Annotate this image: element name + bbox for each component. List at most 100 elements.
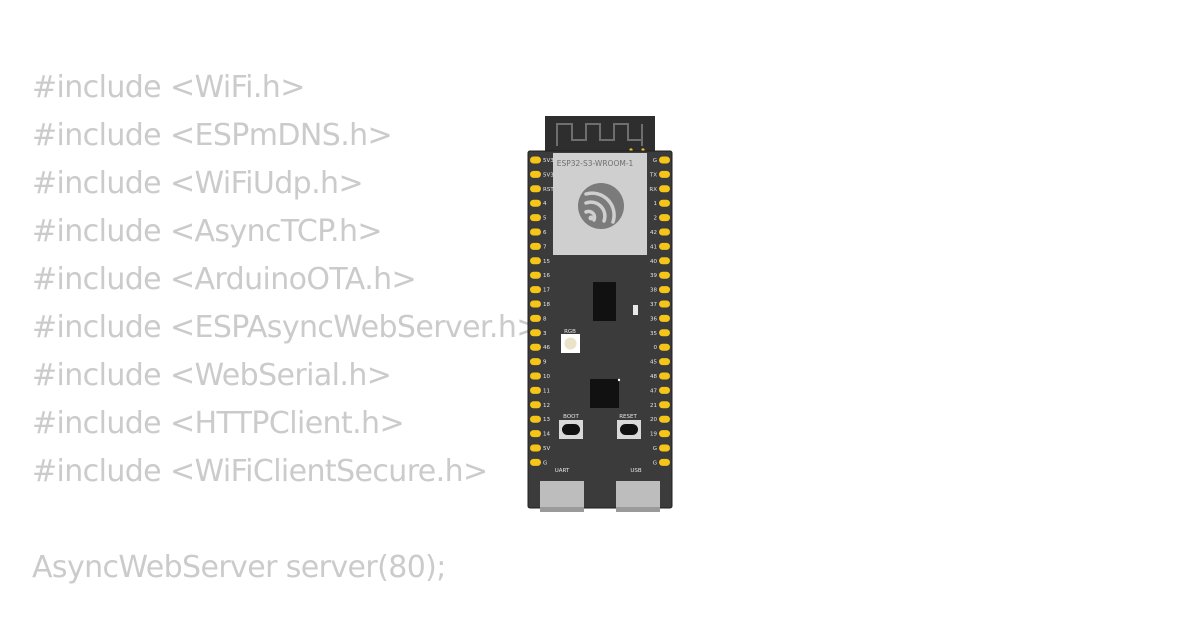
right-pin-label: 20 bbox=[650, 417, 657, 423]
right-pin-pad[interactable] bbox=[659, 242, 670, 250]
right-pin-label: 47 bbox=[650, 388, 657, 394]
right-pin-label: 37 bbox=[650, 302, 657, 308]
left-pin-label: 5V bbox=[543, 446, 550, 452]
code-line: #include <WiFi.h> bbox=[32, 70, 305, 105]
right-pin-pad[interactable] bbox=[659, 170, 670, 178]
code-line: #include <ESPmDNS.h> bbox=[32, 118, 393, 153]
left-pin-label: 17 bbox=[543, 288, 550, 294]
usb-uart-chip bbox=[590, 379, 619, 408]
left-pin-label: 3 bbox=[543, 331, 547, 337]
right-pin-label: G bbox=[653, 158, 657, 164]
code-line: #include <WebSerial.h> bbox=[32, 358, 392, 393]
left-pin-pad[interactable] bbox=[530, 444, 541, 452]
left-pin-pad[interactable] bbox=[530, 386, 541, 394]
left-pin-label: 5 bbox=[543, 216, 547, 222]
code-line: #include <ArduinoOTA.h> bbox=[32, 262, 417, 297]
left-pin-pad[interactable] bbox=[530, 358, 541, 366]
right-pin-label: 19 bbox=[650, 432, 657, 438]
left-pin-pad[interactable] bbox=[530, 343, 541, 351]
code-snippet: #include <WiFi.h> #include <ESPmDNS.h> #in… bbox=[32, 68, 541, 596]
left-pin-pad[interactable] bbox=[530, 300, 541, 308]
left-pin-pad[interactable] bbox=[530, 185, 541, 193]
right-pin-pad[interactable] bbox=[659, 271, 670, 279]
uart-label: UART bbox=[555, 468, 570, 474]
code-line: #include <AsyncTCP.h> bbox=[32, 214, 383, 249]
left-pin-pad[interactable] bbox=[530, 156, 541, 164]
right-pin-pad[interactable] bbox=[659, 329, 670, 337]
right-pin-pad[interactable] bbox=[659, 343, 670, 351]
left-pin-pad[interactable] bbox=[530, 257, 541, 265]
right-pin-label: 0 bbox=[654, 345, 658, 351]
right-pin-label: G bbox=[653, 460, 657, 466]
right-pin-label: 2 bbox=[654, 216, 658, 222]
code-line: AsyncWebServer server(80); bbox=[32, 550, 446, 585]
chip-marker bbox=[617, 378, 621, 382]
boot-button[interactable] bbox=[559, 420, 583, 439]
left-pin-pad[interactable] bbox=[530, 228, 541, 236]
right-pin-pad[interactable] bbox=[659, 401, 670, 409]
right-pin-pad[interactable] bbox=[659, 214, 670, 222]
left-pin-pad[interactable] bbox=[530, 458, 541, 466]
left-pin-label: 5V3 bbox=[543, 158, 554, 164]
left-pin-pad[interactable] bbox=[530, 430, 541, 438]
rgb-label: RGB bbox=[564, 329, 576, 335]
right-pin-label: 39 bbox=[650, 273, 657, 279]
left-pin-pad[interactable] bbox=[530, 271, 541, 279]
right-pin-label: 48 bbox=[650, 374, 657, 380]
antenna-trace bbox=[556, 123, 643, 146]
left-pin-label: 10 bbox=[543, 374, 550, 380]
right-pin-pad[interactable] bbox=[659, 314, 670, 322]
right-pin-pad[interactable] bbox=[659, 199, 670, 207]
left-pin-label: 5V3 bbox=[543, 172, 554, 178]
reset-label: RESET bbox=[619, 414, 637, 420]
right-pin-pad[interactable] bbox=[659, 185, 670, 193]
left-pin-pad[interactable] bbox=[530, 415, 541, 423]
left-pin-pad[interactable] bbox=[530, 170, 541, 178]
right-pin-label: TX bbox=[649, 172, 657, 178]
left-pin-label: 11 bbox=[543, 388, 550, 394]
left-pin-pad[interactable] bbox=[530, 214, 541, 222]
usb-port[interactable] bbox=[616, 481, 660, 512]
rgb-led-lens bbox=[564, 337, 577, 350]
right-pin-pad[interactable] bbox=[659, 257, 670, 265]
reset-button[interactable] bbox=[617, 420, 641, 439]
left-pin-label: 18 bbox=[543, 302, 550, 308]
left-pin-pad[interactable] bbox=[530, 286, 541, 294]
declaration-block: AsyncWebServer server(80); bbox=[32, 548, 541, 596]
right-pin-label: 40 bbox=[650, 259, 657, 265]
right-pin-label: RX bbox=[649, 187, 657, 193]
left-pin-label: 8 bbox=[543, 316, 547, 322]
left-pin-label: G bbox=[543, 460, 547, 466]
uart-usb-port[interactable] bbox=[540, 481, 584, 512]
left-pin-pad[interactable] bbox=[530, 242, 541, 250]
right-pin-pad[interactable] bbox=[659, 458, 670, 466]
left-pin-pad[interactable] bbox=[530, 329, 541, 337]
left-pin-pad[interactable] bbox=[530, 401, 541, 409]
right-pin-pad[interactable] bbox=[659, 444, 670, 452]
right-pin-label: G bbox=[653, 446, 657, 452]
right-pin-pad[interactable] bbox=[659, 386, 670, 394]
espressif-logo-icon bbox=[578, 183, 624, 229]
boot-label: BOOT bbox=[563, 414, 579, 420]
right-pin-label: 35 bbox=[650, 331, 657, 337]
right-pin-pad[interactable] bbox=[659, 286, 670, 294]
right-pin-pad[interactable] bbox=[659, 358, 670, 366]
right-pin-label: 38 bbox=[650, 288, 657, 294]
left-pin-label: 46 bbox=[543, 345, 550, 351]
right-pin-pad[interactable] bbox=[659, 228, 670, 236]
left-pin-pad[interactable] bbox=[530, 372, 541, 380]
code-line: #include <ESPAsyncWebServer.h> bbox=[32, 310, 541, 345]
right-pin-pad[interactable] bbox=[659, 372, 670, 380]
right-pin-pad[interactable] bbox=[659, 156, 670, 164]
right-pin-pad[interactable] bbox=[659, 300, 670, 308]
right-pin-pad[interactable] bbox=[659, 430, 670, 438]
left-pin-label: 7 bbox=[543, 244, 547, 250]
left-pin-label: 13 bbox=[543, 417, 550, 423]
left-pin-pad[interactable] bbox=[530, 199, 541, 207]
left-pin-pad[interactable] bbox=[530, 314, 541, 322]
led-smd bbox=[633, 305, 638, 315]
module-label: ESP32-S3-WROOM-1 bbox=[557, 159, 634, 168]
right-pin-label: 36 bbox=[650, 316, 657, 322]
right-pin-pad[interactable] bbox=[659, 415, 670, 423]
